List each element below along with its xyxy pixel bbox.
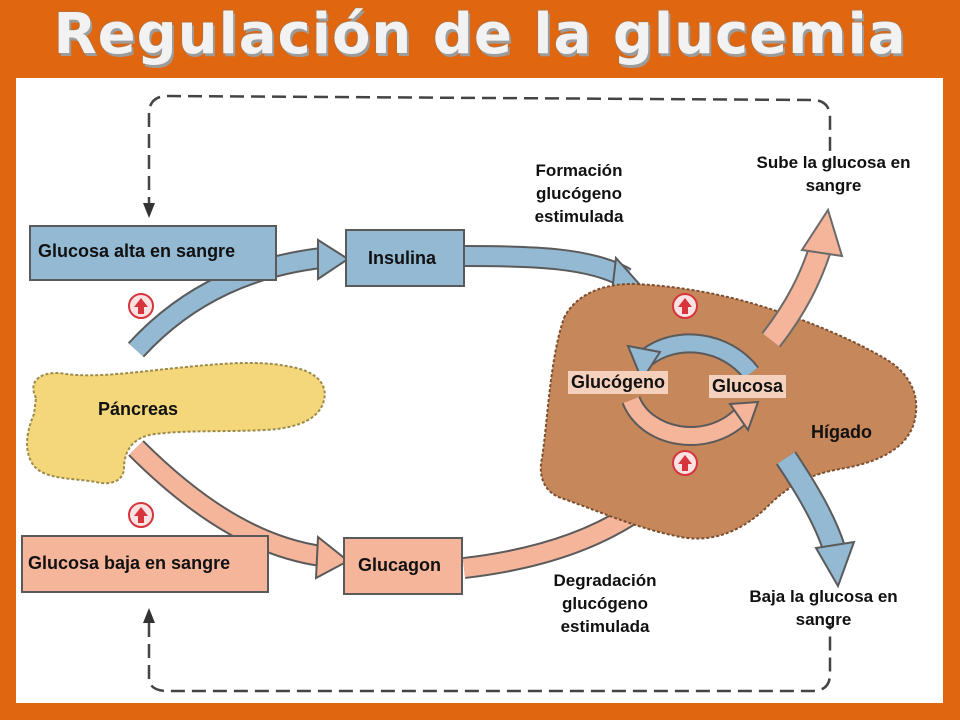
box-glucose-high-label: Glucosa alta en sangre [38, 241, 236, 261]
note-glucose-rises-line-1: Sube la glucosa en [756, 153, 911, 172]
note-glucose-rises: Sube la glucosa en sangre [726, 152, 941, 198]
pancreas-shape [26, 361, 326, 485]
stimulus-marker-high [128, 293, 154, 319]
box-glucagon-label: Glucagon [358, 555, 442, 575]
page-title: Regulación de la glucemia [53, 2, 907, 67]
box-insulin-bg [345, 229, 465, 287]
arrowhead-up [800, 207, 844, 258]
note-glucose-rises-line-2: sangre [805, 175, 862, 195]
arrowhead-to-insulin [317, 238, 350, 281]
note-glycogen-breakdown-line-3: estimulada [560, 616, 650, 636]
cycle-arrowhead-left [626, 344, 662, 383]
note-glucose-falls-line-2: sangre [795, 609, 852, 629]
note-glycogen-formation: Formación glucógeno estimulada [494, 160, 664, 229]
glycogen-label: Glucógeno [568, 371, 668, 394]
diagram-graphics [21, 94, 918, 693]
diagram-panel: Glucosa alta en sangre Insulina Glucosa … [16, 78, 943, 703]
arrowhead-to-glucagon [314, 534, 350, 580]
cycle-arrowhead-right [728, 400, 760, 433]
stimulus-marker-liver-bottom [672, 450, 698, 476]
note-glucose-falls-line-1: Baja la glucosa en [749, 587, 898, 606]
note-glycogen-breakdown-line-1: Degradación [553, 571, 657, 590]
liver-label: Hígado [811, 422, 872, 442]
stimulus-marker-liver-top [672, 293, 698, 319]
stimulus-marker-low [128, 502, 154, 528]
note-glycogen-breakdown-line-2: glucógeno [562, 593, 648, 613]
box-glucagon-bg [343, 537, 463, 595]
arrowhead-down [814, 540, 856, 589]
note-glycogen-formation-line-1: Formación [535, 161, 623, 180]
feedback-loop-top [147, 94, 832, 211]
pancreas-label: Páncreas [98, 399, 179, 419]
note-glycogen-formation-line-3: estimulada [534, 206, 624, 226]
box-insulin-label: Insulina [368, 248, 437, 268]
liver-shape [539, 282, 918, 540]
feedback-loop-bottom [147, 623, 832, 693]
glucose-label: Glucosa [709, 375, 787, 398]
feedback-arrowhead-bottom [143, 608, 155, 623]
note-glycogen-formation-line-2: glucógeno [536, 183, 622, 203]
box-glucose-high-bg [29, 225, 277, 281]
note-glucose-falls: Baja la glucosa en sangre [716, 586, 931, 632]
note-glycogen-breakdown: Degradación glucógeno estimulada [520, 570, 690, 639]
box-glucose-low-bg [21, 535, 269, 593]
feedback-arrowhead-top [143, 203, 155, 218]
box-glucose-low-label: Glucosa baja en sangre [28, 553, 231, 573]
